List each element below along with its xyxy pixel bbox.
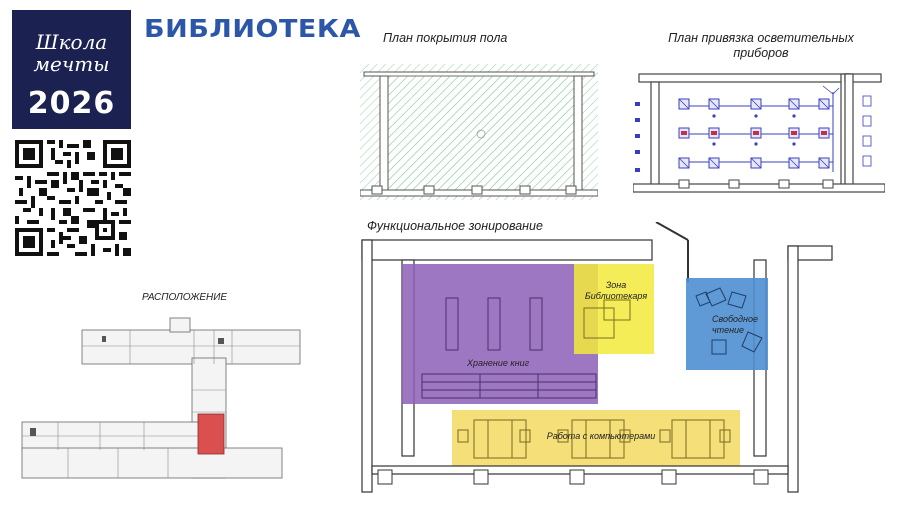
reading-zone-label-line1: Свободное	[712, 314, 758, 324]
librarian-zone-label-line1: Зона	[606, 280, 627, 290]
lighting-plan-caption-line1: План привязка осветительных	[668, 31, 854, 45]
page-title: БИБЛИОТЕКА	[144, 14, 361, 43]
floor-covering-plan	[360, 64, 598, 200]
zoning-caption: Функциональное зонирование	[367, 219, 543, 233]
location-caption: РАСПОЛОЖЕНИЕ	[142, 292, 228, 303]
school-logo: Школа мечты 2026	[12, 10, 131, 129]
reading-zone-label-line2: чтение	[712, 325, 744, 335]
zoning-plan: Хранение книг Зона Библиотекаря Свободно…	[361, 222, 833, 493]
logo-line1: Школа	[35, 30, 108, 54]
librarian-zone-label-line2: Библиотекаря	[585, 291, 647, 301]
storage-zone-label: Хранение книг	[466, 358, 530, 368]
library-location-highlight	[197, 413, 225, 455]
logo-year: 2026	[27, 86, 116, 121]
lighting-plan-caption-line2: приборов	[733, 46, 789, 60]
qr-code-icon	[15, 140, 131, 256]
floor-plan-caption: План покрытия пола	[383, 31, 508, 45]
location-plan	[21, 317, 301, 479]
logo-line2: мечты	[33, 52, 110, 76]
reading-zone	[686, 278, 768, 370]
lighting-plan-caption: План привязка осветительных приборов	[628, 31, 894, 61]
lighting-plan	[633, 73, 885, 193]
computers-zone-label: Работа с компьютерами	[547, 431, 656, 441]
computers-zone	[452, 410, 740, 466]
